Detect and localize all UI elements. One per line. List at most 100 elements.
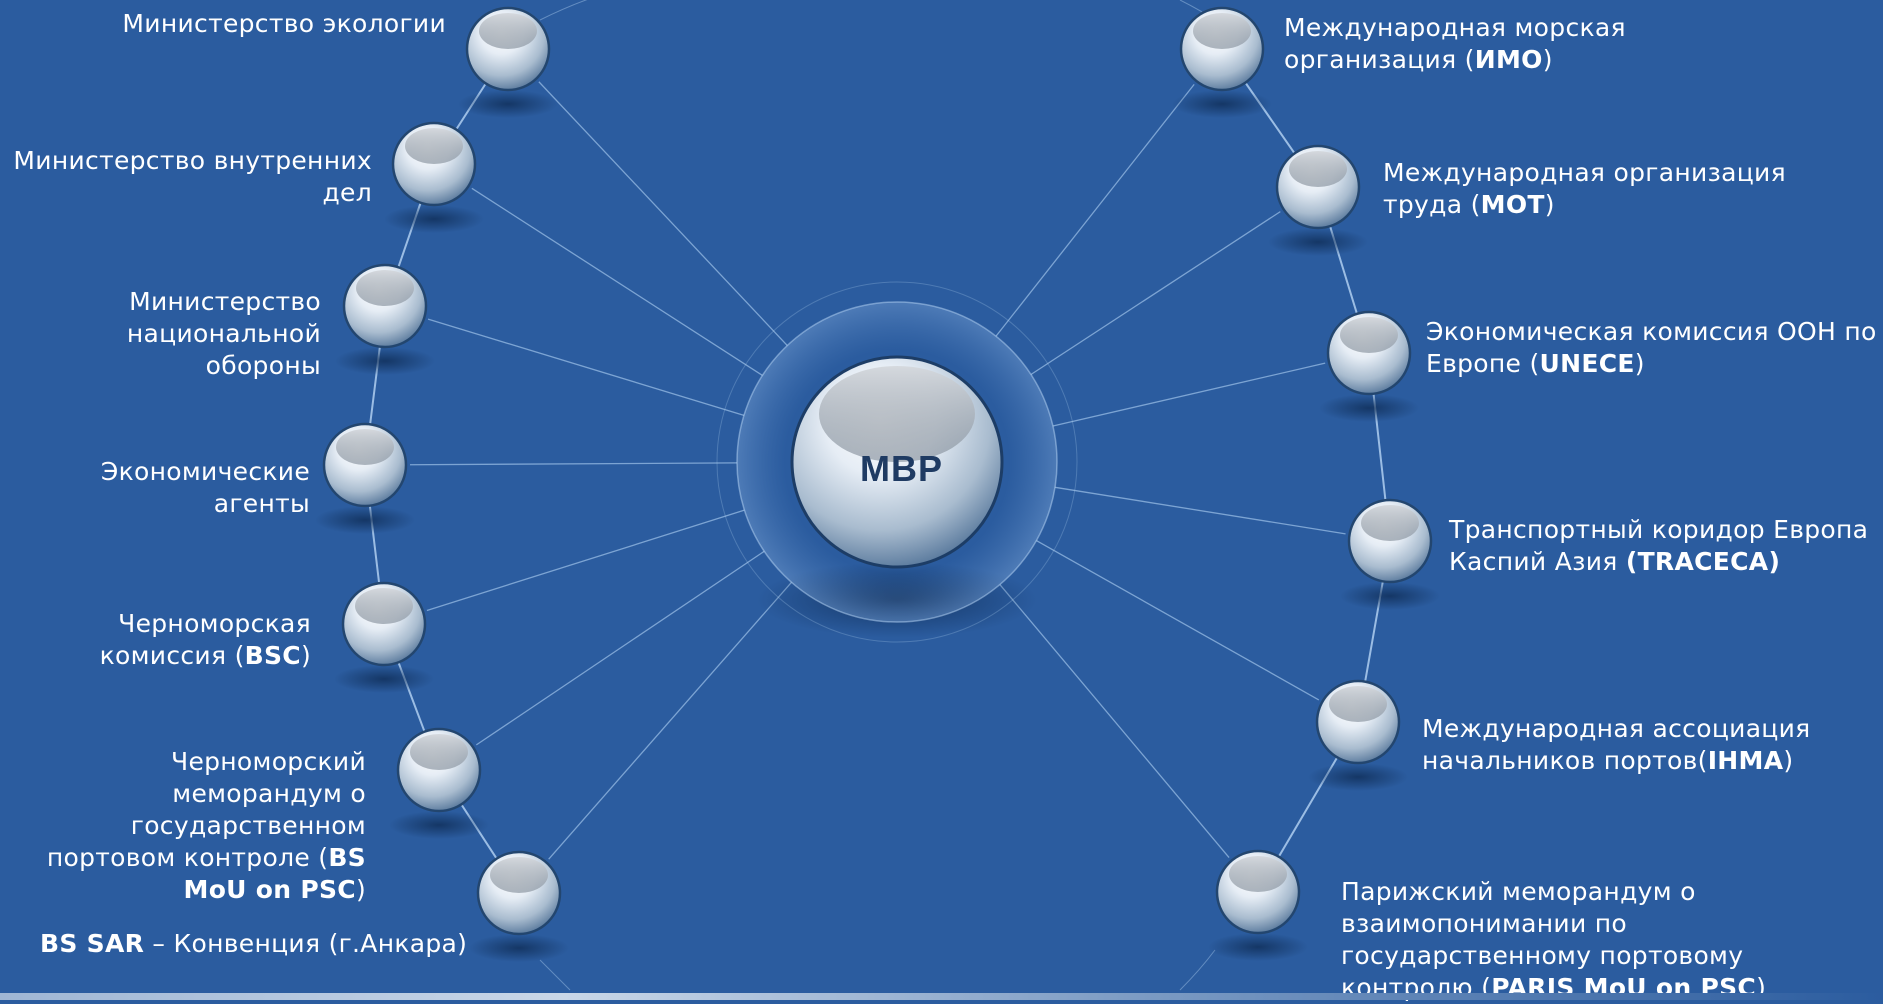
spoke-unece — [1052, 362, 1326, 427]
node-sphere-highlight — [410, 734, 468, 770]
label-segment: Министерство внутренних — [13, 146, 372, 175]
label-line: комиссия (BSC) — [100, 640, 311, 672]
label-bold-segment: IHMA — [1707, 746, 1784, 775]
label-line: национальной — [127, 318, 321, 350]
label-segment: Парижский меморандум о — [1341, 877, 1696, 906]
label-segment: ) — [1544, 190, 1555, 219]
label-bold-segment: BS SAR — [40, 929, 145, 958]
label-segment: Международная ассоциация — [1422, 714, 1811, 743]
spoke-bsc — [426, 509, 745, 612]
node-sphere-highlight — [336, 429, 394, 465]
node-shadow — [334, 665, 434, 693]
node-interior — [384, 121, 484, 233]
label-segment: труда ( — [1383, 190, 1481, 219]
label-segment: портовом контроле ( — [46, 843, 329, 872]
label-segment: Министерство экологии — [122, 9, 446, 38]
node-traceca — [1340, 498, 1440, 610]
label-line: агенты — [101, 488, 310, 520]
label-segment: ) — [1634, 349, 1645, 378]
label-line: государственному портовому — [1341, 940, 1766, 972]
node-sphere-highlight — [479, 13, 537, 49]
label-segment: государственному портовому — [1341, 941, 1744, 970]
label-line: труда (МОТ) — [1383, 189, 1786, 221]
label-line: Международная морская — [1284, 12, 1626, 44]
label-segment: Министерство — [129, 287, 321, 316]
label-line: Черноморский — [47, 746, 366, 778]
node-bs-sar — [469, 850, 569, 962]
node-ecology — [458, 6, 558, 118]
node-sphere-highlight — [356, 270, 414, 306]
label-line: Министерство внутренних — [13, 145, 372, 177]
center-sphere-highlight — [819, 366, 975, 462]
label-line: дел — [13, 177, 372, 209]
node-sphere-highlight — [1229, 856, 1287, 892]
center-node — [716, 281, 1078, 643]
label-line: Экономическая комиссия ООН по — [1426, 316, 1877, 348]
node-paris-mou — [1208, 849, 1308, 961]
spoke-econ-agents — [409, 462, 738, 466]
label-line: меморандум о — [47, 778, 366, 810]
spoke-imo — [995, 83, 1195, 337]
spoke-bs-sar — [548, 581, 792, 860]
label-line: Черноморская — [100, 608, 311, 640]
label-bold-segment: UNECE — [1539, 349, 1635, 378]
label-segment: обороны — [205, 351, 321, 380]
node-unece — [1319, 310, 1419, 422]
label-segment: Черноморский — [171, 747, 366, 776]
node-shadow — [335, 347, 435, 375]
label-imo: Международная морская организация (ИМО) — [1284, 12, 1626, 76]
label-line: Министерство — [127, 286, 321, 318]
label-segment: Экономическая комиссия ООН по — [1426, 317, 1877, 346]
label-line: обороны — [127, 350, 321, 382]
spoke-traceca — [1054, 486, 1346, 535]
label-econ-agents: Экономические агенты — [101, 456, 310, 520]
node-shadow — [458, 90, 558, 118]
node-ilo — [1268, 144, 1368, 256]
label-line: Министерство экологии — [122, 8, 446, 40]
node-shadow — [389, 811, 489, 839]
label-segment: государственном — [130, 811, 366, 840]
label-segment: ) — [1756, 973, 1767, 1002]
label-line: Европе (UNECE) — [1426, 348, 1877, 380]
label-segment: ) — [1542, 45, 1553, 74]
center-outer-ring — [716, 281, 1078, 643]
label-line: портовом контроле (BS — [47, 842, 366, 874]
label-segment: организация ( — [1284, 45, 1475, 74]
bottom-left-faint-arc — [539, 959, 571, 991]
label-segment: Каспий Азия — [1449, 547, 1626, 576]
label-segment: Экономические — [100, 457, 310, 486]
spoke-ilo — [1030, 211, 1281, 376]
spoke-ihma — [1036, 540, 1320, 701]
label-bold-segment: ИМО — [1474, 45, 1543, 74]
label-segment: ) — [1783, 746, 1794, 775]
node-shadow — [384, 205, 484, 233]
label-line: Международная организация — [1383, 157, 1786, 189]
node-sphere-highlight — [355, 588, 413, 624]
label-segment: ) — [300, 641, 311, 670]
label-segment: Международная организация — [1383, 158, 1786, 187]
label-line: Транспортный коридор Европа — [1449, 514, 1868, 546]
node-ihma — [1308, 679, 1408, 791]
label-bold-segment: (TRACECA) — [1625, 547, 1781, 576]
label-bold-segment: BSC — [244, 641, 301, 670]
label-segment: Международная морская — [1284, 13, 1626, 42]
label-line: BS SAR – Конвенция (г.Анкара) — [40, 928, 467, 960]
node-shadow — [1268, 228, 1368, 256]
node-sphere-highlight — [1329, 686, 1387, 722]
label-segment: Черноморская — [118, 609, 311, 638]
node-sphere-highlight — [1193, 13, 1251, 49]
node-shadow — [1340, 582, 1440, 610]
node-sphere-highlight — [1289, 151, 1347, 187]
label-bold-segment: МОТ — [1480, 190, 1545, 219]
node-imo — [1172, 6, 1272, 118]
node-shadow — [1308, 763, 1408, 791]
label-segment: агенты — [213, 489, 310, 518]
spoke-ecology — [538, 81, 788, 346]
label-line: Каспий Азия (TRACECA) — [1449, 546, 1868, 578]
node-sphere-highlight — [1361, 505, 1419, 541]
label-segment: – Конвенция (г.Анкара) — [144, 929, 468, 958]
